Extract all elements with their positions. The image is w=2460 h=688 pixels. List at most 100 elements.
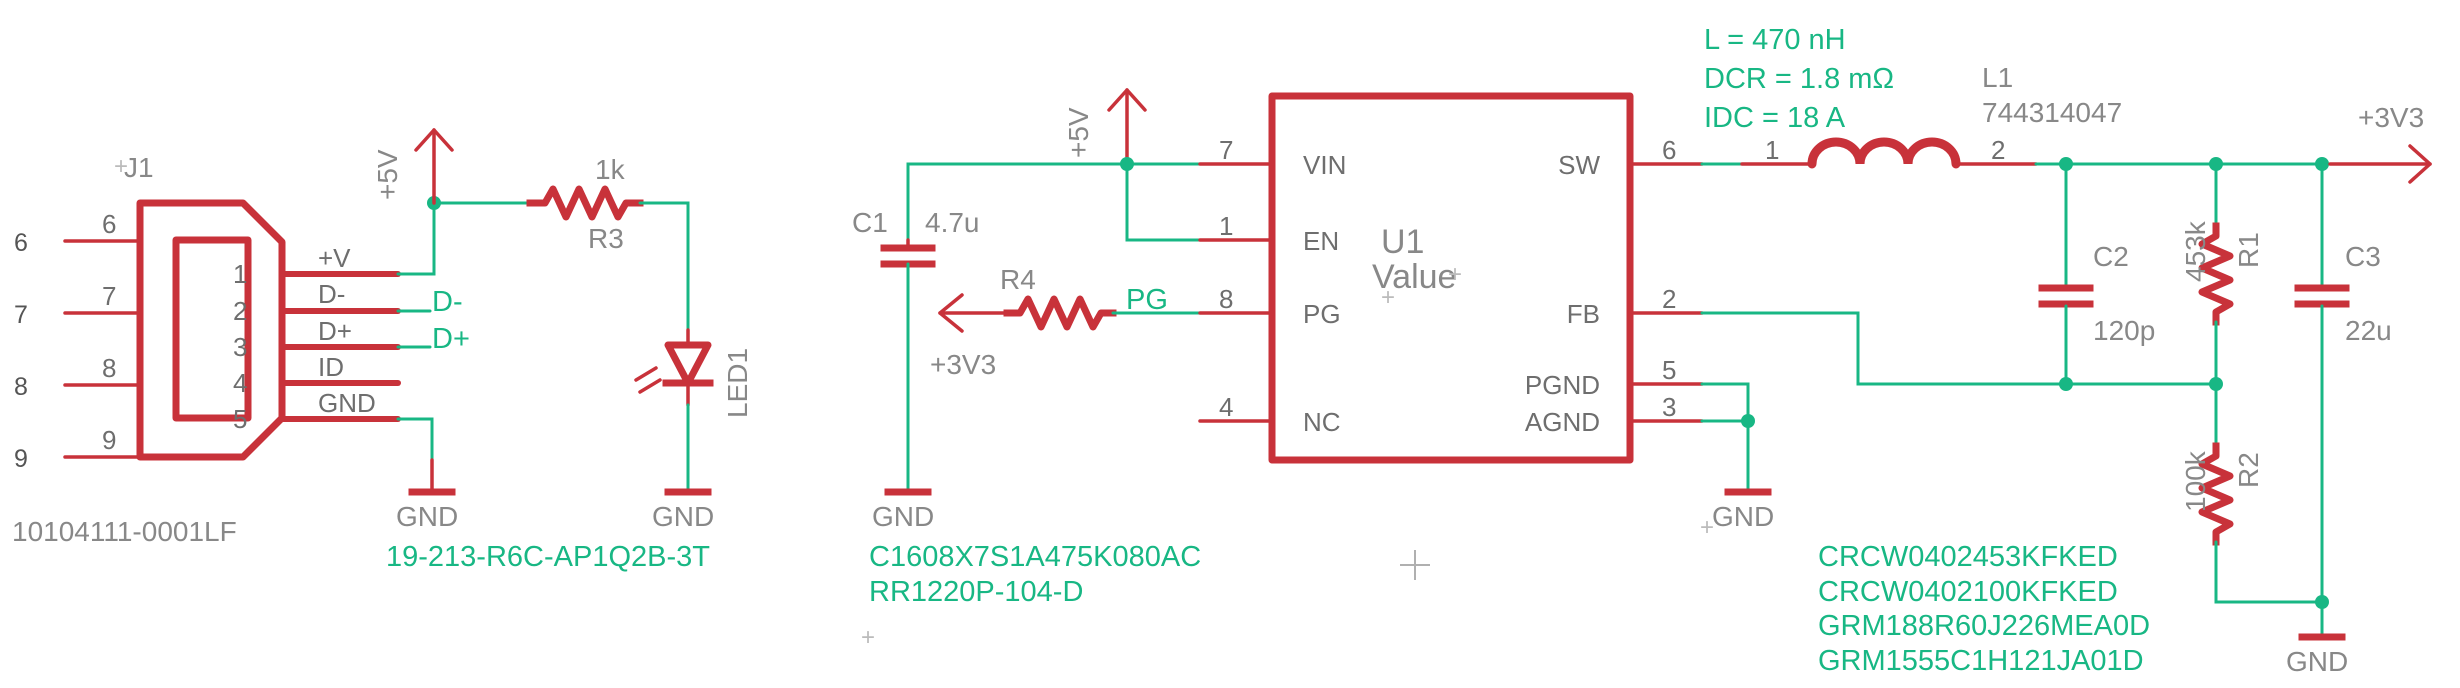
l1-pin-1-number: 1 <box>1765 135 1779 165</box>
j1-signal-dplus: D+ <box>318 316 352 346</box>
c2-mpn-label: GRM1555C1H121JA01D <box>1818 645 2144 677</box>
r1-zigzag <box>2198 222 2234 326</box>
r1-mpn-label: CRCW0402453KFKED <box>1818 541 2118 573</box>
r4-name-label: R4 <box>1000 264 1036 295</box>
supply-5v-mid-label: +5V <box>1063 107 1094 158</box>
u1-pin-7-number: 7 <box>1219 135 1233 165</box>
crosshair-cursor-icon <box>1400 550 1430 580</box>
junction-out-gnd <box>2315 595 2329 609</box>
j1-pin-8-ext-label: 8 <box>14 373 28 401</box>
u1-pin-fb-label: FB <box>1567 299 1600 329</box>
l1-pin-2-number: 2 <box>1991 135 2005 165</box>
j1-pin-9-number: 9 <box>102 425 116 455</box>
j1-pin-5-number: 5 <box>233 404 247 434</box>
ground-j1: GND <box>396 458 458 532</box>
r1-name-label: R1 <box>2233 232 2264 268</box>
j1-signal-dminus: D- <box>318 279 345 309</box>
supply-5v-left-label: +5V <box>372 149 403 200</box>
r3-value-label: 1k <box>595 154 626 185</box>
u1-pin-agnd-label: AGND <box>1525 407 1600 437</box>
j1-pin-1-number: 1 <box>233 259 247 289</box>
r3-zigzag <box>526 185 644 221</box>
supply-3v3-r4: +3V3 <box>930 293 1009 380</box>
resistor-r3[interactable]: 1k R3 <box>526 154 644 254</box>
ground-u1-label: GND <box>1712 501 1774 532</box>
wire-pgnd <box>1700 382 1750 423</box>
u1-value-label: Value <box>1372 258 1456 296</box>
junction-c2-fb <box>2059 377 2073 391</box>
c3-mpn-label: GRM188R60J226MEA0D <box>1818 610 2150 642</box>
ground-c1: GND <box>872 488 934 532</box>
net-label-pg: PG <box>1126 284 1168 316</box>
ground-led: GND <box>652 488 714 532</box>
supply-5v-left: +5V <box>372 128 454 205</box>
u1-pin-nc-label: NC <box>1303 407 1341 437</box>
c3-name-label: C3 <box>2345 241 2381 272</box>
l1-note-idc: IDC = 18 A <box>1704 102 1846 134</box>
wire-en <box>1125 162 1202 242</box>
j1-signal-gnd: GND <box>318 388 376 418</box>
j1-pin-3-number: 3 <box>233 332 247 362</box>
c1-mpn-label: C1608X7S1A475K080AC <box>869 541 1201 573</box>
u1-pin-1-number: 1 <box>1219 211 1233 241</box>
capacitor-c1[interactable]: C1 4.7u <box>852 207 980 268</box>
wire-fb <box>1700 311 2218 386</box>
j1-signal-id: ID <box>318 352 344 382</box>
u1-body <box>1268 92 1634 464</box>
inductor-l1[interactable]: 1 2 L1 744314047 <box>1740 62 2122 169</box>
resistor-r2[interactable]: 100k R2 <box>2180 442 2264 546</box>
supply-5v-left-arrow <box>414 128 454 152</box>
r4-mpn-label: RR1220P-104-D <box>869 576 1083 608</box>
led1-emission-ray-2 <box>638 378 662 394</box>
j1-pin-9-ext-label: 9 <box>14 445 28 473</box>
capacitor-c2[interactable]: C2 120p <box>2038 241 2155 346</box>
led1-mpn-label: 19-213-R6C-AP1Q2B-3T <box>386 541 710 573</box>
capacitor-c3[interactable]: C3 22u <box>2294 241 2392 346</box>
supply-5v-mid: +5V <box>1063 88 1147 166</box>
supply-3v3-out-arrow <box>2408 144 2432 184</box>
led1-name-label: LED1 <box>722 348 753 418</box>
resistor-r1[interactable]: 453k R1 <box>2180 162 2264 326</box>
supply-3v3-r4-arrow <box>938 293 964 333</box>
r2-zigzag <box>2198 442 2234 546</box>
net-label-dminus: D- <box>432 286 463 318</box>
l1-note-dcr: DCR = 1.8 mΩ <box>1704 63 1894 95</box>
j1-pin-2-number: 2 <box>233 296 247 326</box>
u1-origin-mark-a: + <box>1381 284 1395 311</box>
j1-signal-vplus: +V <box>318 243 351 273</box>
u1-pin-pgnd-label: PGND <box>1525 370 1600 400</box>
ground-j1-label: GND <box>396 501 458 532</box>
c3-value-label: 22u <box>2345 315 2392 346</box>
u1-pin-4-number: 4 <box>1219 392 1233 422</box>
r2-mpn-label: CRCW0402100KFKED <box>1818 576 2118 608</box>
supply-3v3-out-label: +3V3 <box>2358 102 2424 133</box>
origin-mark-gnd: + <box>1700 514 1714 541</box>
connector-j1[interactable]: 6 7 8 9 6 7 8 9 1 2 3 4 5 +V D- D+ ID GN… <box>12 152 401 547</box>
led1-emission-ray-1 <box>634 366 658 382</box>
ic-u1[interactable]: 7 1 8 4 6 2 5 3 VIN EN PG NC SW FB PGND … <box>1198 92 1704 464</box>
wire-5v-vin <box>906 162 1129 242</box>
l1-coils <box>1807 137 1961 169</box>
j1-pin-6-number: 6 <box>102 209 116 239</box>
u1-pin-3-number: 3 <box>1662 392 1676 422</box>
c1-name-label: C1 <box>852 207 888 238</box>
supply-3v3-r4-label: +3V3 <box>930 349 996 380</box>
j1-name-label: J1 <box>124 152 154 183</box>
u1-pin-en-label: EN <box>1303 226 1339 256</box>
u1-pin-2-number: 2 <box>1662 284 1676 314</box>
r2-name-label: R2 <box>2233 452 2264 488</box>
c1-value-label: 4.7u <box>925 207 980 238</box>
junction-agnd <box>1741 414 1755 428</box>
led-led1[interactable]: LED1 <box>634 328 753 418</box>
j1-pin-8-number: 8 <box>102 353 116 383</box>
l1-name-label: L1 <box>1982 62 2013 93</box>
ground-out-label: GND <box>2286 646 2348 677</box>
supply-3v3-out: +3V3 <box>2328 102 2432 184</box>
wire-j1-vplus <box>396 201 436 276</box>
l1-note-inductance: L = 470 nH <box>1704 24 1846 56</box>
ground-u1: GND <box>1712 488 1774 532</box>
resistor-r4[interactable]: R4 <box>1000 264 1117 331</box>
c2-name-label: C2 <box>2093 241 2129 272</box>
u1-pin-sw-label: SW <box>1558 150 1600 180</box>
u1-pin-pg-label: PG <box>1303 299 1341 329</box>
